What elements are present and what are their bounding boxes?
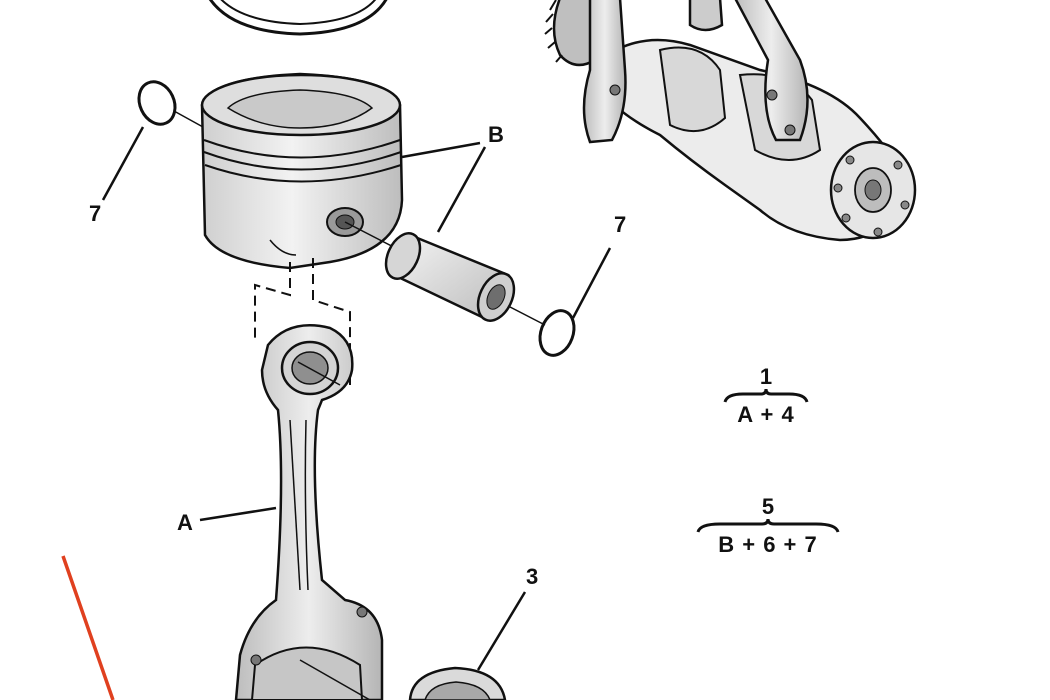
formula-1-brace	[723, 388, 809, 403]
leader-a	[199, 506, 277, 522]
circlip-right	[538, 309, 576, 357]
callout-a: A	[177, 510, 193, 535]
bearing-shell	[408, 666, 507, 700]
formula-5-brace	[696, 518, 840, 533]
leader-lines	[101, 126, 612, 671]
leader-b-piston	[401, 141, 481, 159]
connecting-rod	[234, 324, 384, 700]
assembly-axis-small-end	[297, 361, 341, 386]
callout-7-right: 7	[614, 212, 627, 237]
formula-5: 5 B + 6 + 7	[693, 496, 843, 556]
formula-1-parts: A + 4	[737, 402, 795, 427]
formula-5-parts: B + 6 + 7	[718, 532, 818, 557]
callout-7-left: 7	[89, 201, 102, 226]
assembly-axis-big-end	[299, 659, 371, 700]
callout-3: 3	[526, 564, 539, 589]
callout-b: B	[488, 122, 504, 147]
formula-1: 1 A + 4	[718, 366, 814, 426]
formula-1-result: 1	[759, 364, 773, 389]
leader-7-left	[101, 126, 145, 201]
formula-5-result: 5	[761, 494, 775, 519]
piston-pin	[384, 232, 516, 322]
piston-ring	[208, 0, 388, 36]
piston	[200, 72, 404, 270]
leader-3	[476, 591, 527, 671]
leader-b-pin	[436, 146, 487, 233]
crankshaft-assembly	[544, 0, 917, 242]
circlip-left	[137, 80, 204, 128]
red-marker-line	[61, 555, 115, 700]
leader-7-right	[571, 247, 612, 319]
